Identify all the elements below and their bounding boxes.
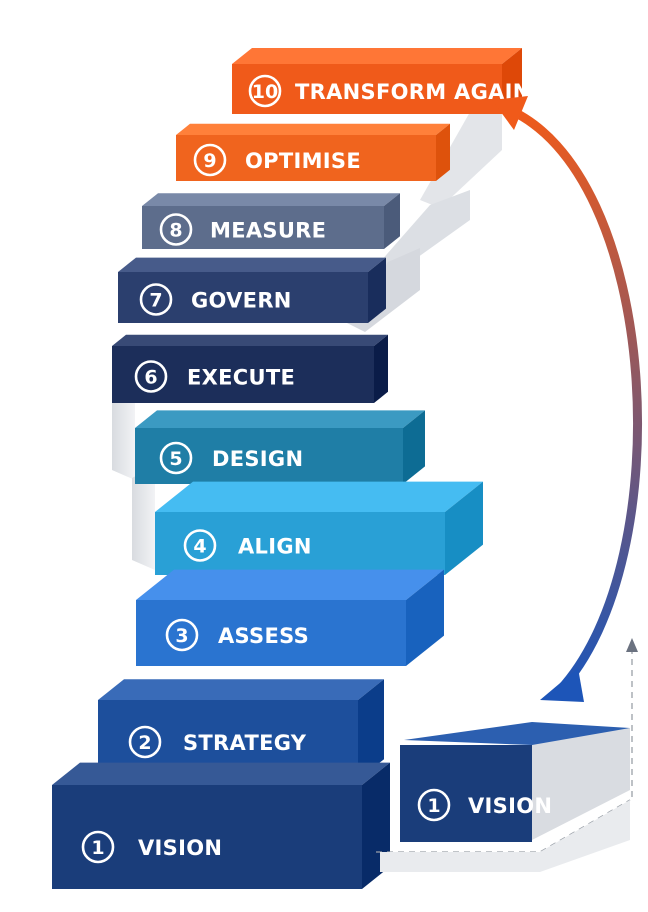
step-10-label: TRANSFORM AGAIN: [295, 80, 531, 104]
loop-step-number-badge: [417, 788, 451, 822]
step-7-side: [368, 257, 386, 323]
loop-step-number: 1: [427, 795, 440, 817]
step-4-top: [155, 481, 483, 512]
step-8-top: [142, 193, 400, 206]
step-5-side: [403, 410, 425, 484]
loop-step-top: [404, 722, 630, 745]
step-3-label: ASSESS: [218, 624, 309, 648]
loop-step-side: [532, 728, 630, 840]
step-5-top: [135, 410, 425, 428]
step-3: 3 ASSESS: [136, 569, 444, 666]
step-8-label: MEASURE: [210, 219, 326, 243]
step-4: 4 ALIGN: [155, 481, 483, 575]
step-2-side: [358, 679, 384, 780]
step-4-number-badge: [183, 529, 217, 562]
loop-arrow-head-bottom: [540, 668, 584, 702]
loop-arrow-head-top: [492, 96, 528, 130]
step-10-number-badge: [248, 74, 282, 108]
step-5-number: 5: [169, 448, 182, 470]
step-3-number-badge: [165, 618, 199, 652]
step-2-top: [98, 679, 384, 700]
dashed-up-arrowhead: [626, 638, 638, 652]
step-8-side: [384, 193, 400, 249]
step-5-label: DESIGN: [212, 447, 303, 471]
dashed-outline: [376, 799, 631, 853]
loop-arrow: [492, 96, 643, 702]
step-8-number: 8: [169, 220, 182, 242]
step-7-label: GOVERN: [191, 289, 292, 313]
step-2-label: STRATEGY: [183, 731, 307, 755]
step-1-number-badge: [81, 830, 115, 864]
step-7-number: 7: [149, 290, 162, 312]
loop-step-group: 1 VISION: [376, 638, 638, 872]
step-10: 10 TRANSFORM AGAIN: [232, 48, 531, 114]
step-3-front: [136, 600, 406, 666]
step-1-top: [52, 762, 390, 785]
step-7: 7 GOVERN: [118, 257, 386, 323]
step-6: 6 EXECUTE: [112, 334, 388, 403]
step-1-label: VISION: [138, 836, 222, 860]
step-4-number: 4: [193, 536, 206, 558]
step-6-side: [374, 334, 388, 403]
step-1: 1 VISION: [52, 762, 390, 889]
step-9-label: OPTIMISE: [245, 149, 361, 173]
step-9: 9 OPTIMISE: [176, 123, 450, 181]
step-6-front: [112, 346, 374, 403]
step-4-side: [445, 481, 483, 575]
step-6-number-badge: [134, 360, 168, 393]
step-3-number: 3: [175, 625, 188, 647]
step-1-number: 1: [91, 837, 104, 859]
step-2-number: 2: [138, 732, 151, 754]
step-8: 8 MEASURE: [142, 193, 400, 249]
step-4-label: ALIGN: [238, 535, 312, 559]
step-5-number-badge: [159, 441, 193, 475]
step-7-number-badge: [139, 283, 173, 316]
step-2-number-badge: [128, 725, 162, 759]
step-9-side: [436, 123, 450, 181]
step-5: 5 DESIGN: [135, 410, 425, 484]
steps: 10 TRANSFORM AGAIN 9 OPTIMISE 8 MEASURE 7 GOVER…: [52, 48, 531, 889]
step-9-number-badge: [193, 143, 227, 177]
loop-step-front: [400, 745, 532, 842]
step-10-front: [232, 64, 502, 114]
step-1-front: [52, 785, 362, 889]
step-3-side: [406, 569, 444, 666]
step-10-number: 10: [252, 81, 278, 103]
step-6-label: EXECUTE: [187, 366, 295, 390]
step-5-front: [135, 428, 403, 484]
step-8-number-badge: [159, 213, 193, 246]
step-9-number: 9: [203, 150, 216, 172]
loop-step-label: VISION: [468, 794, 552, 818]
step-4-front: [155, 512, 445, 575]
step-9-top: [176, 123, 450, 135]
step-7-top: [118, 257, 386, 272]
step-6-number: 6: [144, 367, 157, 389]
loop-step-shadow: [380, 800, 630, 872]
loop-arrow-curve: [500, 103, 643, 695]
step-3-top: [136, 569, 444, 600]
step-10-top: [232, 48, 522, 64]
step-6-top: [112, 334, 388, 346]
